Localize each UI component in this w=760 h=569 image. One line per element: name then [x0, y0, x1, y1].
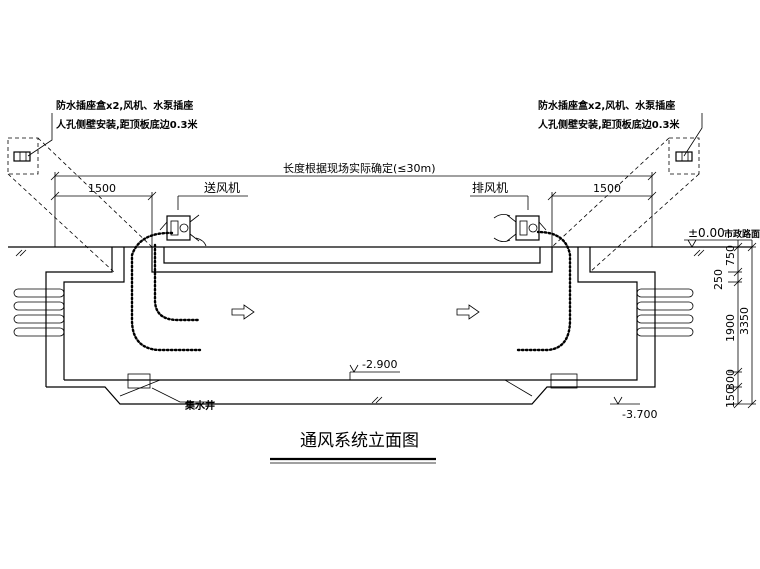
exhaust-fan-label: 排风机: [472, 181, 508, 195]
road-level-marker: [684, 239, 752, 248]
dim-v-250: 250: [712, 269, 725, 290]
flow-arrow-right: [456, 304, 480, 320]
pipes-right: [636, 288, 694, 337]
sump-right: [550, 373, 578, 389]
tunnel-structure: [45, 247, 656, 405]
dim-left-offset: 1500: [88, 182, 116, 195]
note-right-line1: 防水插座盒x2,风机、水泵插座: [538, 99, 675, 112]
note-left-line2: 人孔侧壁安装,距顶板底边0.3米: [56, 118, 199, 131]
sump-label: 集水井: [184, 399, 215, 412]
note-right-line2: 人孔侧壁安装,距顶板底边0.3米: [538, 118, 681, 131]
road-name-label: 市政路面: [724, 228, 760, 240]
ground-hatch: [15, 249, 705, 404]
detail-line-left: [7, 137, 153, 273]
note-left-line1: 防水插座盒x2,风机、水泵插座: [56, 99, 193, 112]
airflow-left: [130, 231, 202, 352]
socket-box-left: [7, 137, 39, 175]
pipes-left: [13, 288, 65, 337]
sump-left: [127, 373, 151, 389]
floor-level-marker: [349, 364, 400, 373]
socket-box-right: [668, 137, 700, 175]
dim-v-total: 3350: [738, 307, 751, 335]
airflow-right: [516, 230, 572, 352]
detail-line-right: [551, 137, 700, 273]
floor-level-label: -2.900: [362, 358, 397, 371]
pit-level-label: -3.700: [622, 408, 657, 421]
dim-overall-label: 长度根据现场实际确定(≤30m): [283, 161, 436, 175]
drawing-title: 通风系统立面图: [300, 431, 419, 451]
flow-arrow-left: [231, 304, 255, 320]
pit-level-marker: [610, 396, 640, 405]
dim-v-150: 150: [724, 387, 737, 408]
exhaust-fan-icon: [493, 214, 547, 242]
dim-v-300: 300: [724, 369, 737, 390]
dim-v-1900: 1900: [724, 314, 737, 342]
dim-right-offset: 1500: [593, 182, 621, 195]
dim-v-750: 750: [724, 245, 737, 266]
road-level-label: ±0.00: [688, 226, 725, 240]
supply-fan-icon: [159, 214, 207, 247]
dim-overall: [50, 171, 657, 247]
supply-fan-label: 送风机: [204, 180, 240, 195]
airflow-left-inner: [153, 243, 202, 322]
dim-vertical: [728, 240, 757, 409]
